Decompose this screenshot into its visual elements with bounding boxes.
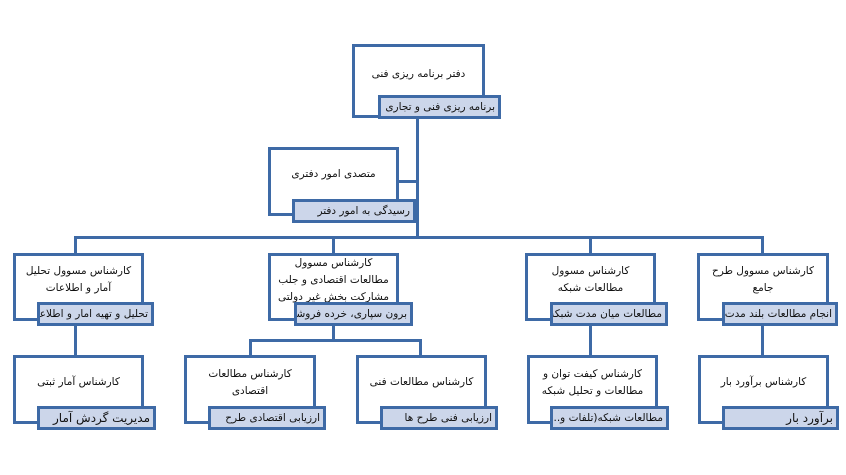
node-title: کارشناس مسوول مطالعات شبکه xyxy=(551,265,630,294)
node-title: کارشناس مسوول مطالعات اقتصادی و جلب مشار… xyxy=(278,256,389,303)
connector xyxy=(249,339,252,356)
node-role-label: ارزیابی اقتصادی طرح xyxy=(208,406,326,430)
node-role-label: مطالعات شبکه(تلفات و...) xyxy=(550,406,669,430)
node-title: دفتر برنامه ریزی فنی xyxy=(371,67,466,80)
node-role-label: برنامه ریزی فنی و تجاری xyxy=(378,95,501,119)
node-role-label: رسیدگی به امور دفتر xyxy=(292,199,416,223)
node-title: متصدی امور دفتری xyxy=(291,168,376,180)
node-title: کارشناس برآورد بار xyxy=(720,376,807,388)
node-title: کارشناس کیفت توان و مطالعات و تحلیل شبکه xyxy=(541,367,644,397)
node-role-label: مطالعات میان مدت شبکه xyxy=(550,302,668,326)
node-title: کارشناس آمار ثبتی xyxy=(37,376,120,388)
node-title: کارشناس مطالعات فنی xyxy=(369,376,474,388)
node-role-label: برون سپاری، خرده فروشی ,DG xyxy=(294,302,413,326)
connector xyxy=(74,236,764,239)
node-title: کارشناس مسوول طرح جامع xyxy=(712,265,814,294)
node-role-label: مدیریت گردش آمار xyxy=(37,406,156,430)
node-title: کارشناس مطالعات اقتصادی xyxy=(208,367,292,397)
connector xyxy=(416,118,419,239)
node-role-label: تحلیل و تهیه امار و اطلاعات xyxy=(37,302,154,326)
connector xyxy=(398,180,418,183)
node-role-label: انجام مطالعات بلند مدت شبکه xyxy=(722,302,838,326)
node-role-label: ارزیابی فنی طرح ها xyxy=(380,406,498,430)
node-role-label: برآورد بار xyxy=(722,406,839,430)
connector xyxy=(249,339,421,342)
connector xyxy=(419,339,422,356)
node-title: کارشناس مسوول تحلیل آمار و اطلاعات xyxy=(25,265,132,294)
